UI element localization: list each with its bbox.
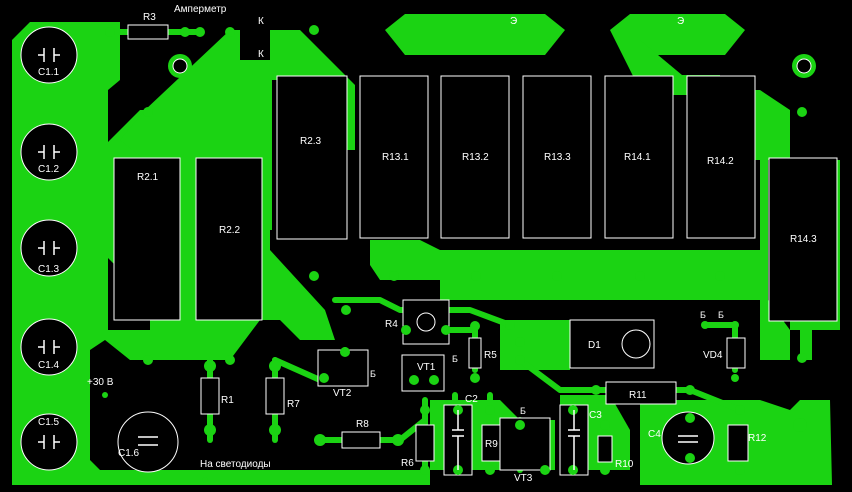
vd4-outline (726, 337, 746, 369)
r2-1-outline (113, 157, 181, 321)
r2-2-label: R2.2 (219, 225, 241, 236)
c1-6-label: C1.6 (118, 448, 140, 459)
c2-label: C2 (465, 394, 478, 405)
r3-label: R3 (143, 12, 156, 23)
r8-label: R8 (356, 419, 369, 430)
vt3-label: VT3 (514, 473, 533, 484)
c3-label: C3 (589, 410, 602, 421)
r4-label: R4 (385, 319, 398, 330)
pad-layer (102, 25, 807, 483)
vt1-label: VT1 (417, 362, 436, 373)
r7-outline (265, 377, 285, 415)
r14-2-outline (686, 75, 756, 239)
c4-outline (661, 411, 715, 465)
r2-1-label: R2.1 (137, 172, 159, 183)
r1-outline (200, 377, 220, 415)
r2-2-outline (195, 157, 263, 321)
r13-3-outline (522, 75, 592, 239)
vt2-base-label: Б (370, 369, 376, 379)
vt3-base-label: Б (520, 406, 526, 416)
plus30-label: +30 В (87, 377, 114, 388)
c1-4-label: C1.4 (38, 360, 60, 371)
emitter-bus-left (385, 14, 565, 55)
r10-outline (597, 435, 613, 463)
vt1-base-label: Б (452, 354, 458, 364)
r14-3-outline (768, 157, 838, 322)
r2-3-outline (276, 75, 348, 240)
r13-2-outline (440, 75, 510, 239)
k-label-top: К (258, 16, 264, 27)
c1-2-label: C1.2 (38, 164, 60, 175)
silkscreen-layer (20, 24, 838, 476)
r12-label: R12 (748, 433, 767, 444)
r5-label: R5 (484, 350, 497, 361)
e-label-left: Э (510, 16, 517, 27)
text-layer: Амперметр К К Э Э +30 В На светодиоды R3… (38, 4, 817, 484)
r14-2-label: R14.2 (707, 156, 734, 167)
r2-3-label: R2.3 (300, 136, 322, 147)
r9-label: R9 (485, 439, 498, 450)
r13-1-label: R13.1 (382, 152, 409, 163)
r5-outline (468, 337, 482, 369)
r13-2-label: R13.2 (462, 152, 489, 163)
c1-6-outline (117, 411, 179, 473)
r7-label: R7 (287, 399, 300, 410)
vd4-label: VD4 (703, 350, 723, 361)
vd4-base-left: Б (700, 310, 706, 320)
vt2-label: VT2 (333, 388, 352, 399)
vt1-outline (401, 354, 445, 392)
vt3-outline (499, 417, 551, 471)
c1-2-outline (20, 123, 78, 181)
r1-label: R1 (221, 395, 234, 406)
r8-outline (341, 431, 381, 449)
vd4-base-right: Б (718, 310, 724, 320)
c1-3-outline (20, 219, 78, 277)
trace-r4-r5 (332, 297, 513, 328)
c4-label: C4 (648, 429, 661, 440)
c1-5-outline (20, 413, 78, 471)
r14-3-label: R14.3 (790, 234, 817, 245)
r11-label: R11 (629, 390, 647, 401)
bottom-ground-strip (90, 460, 430, 485)
e-label-right: Э (677, 16, 684, 27)
r3-outline (127, 24, 169, 40)
c1-5-label: C1.5 (38, 417, 60, 428)
r12-outline (727, 424, 749, 462)
d1-label: D1 (588, 340, 601, 351)
c1-4-outline (20, 318, 78, 376)
k-label-second: К (258, 49, 264, 60)
r11-outline (605, 381, 677, 405)
cap-symbols (38, 48, 698, 470)
r10-label: R10 (615, 459, 634, 470)
r9-outline (481, 424, 501, 462)
c1-1-outline (20, 26, 78, 84)
c1-3-label: C1.3 (38, 264, 60, 275)
r14-1-outline (604, 75, 674, 239)
c1-1-label: C1.1 (38, 67, 60, 78)
r13-3-label: R13.3 (544, 152, 571, 163)
collector-bus (385, 265, 740, 275)
r4-knob (416, 312, 436, 332)
r13-1-outline (359, 75, 429, 239)
r6-label: R6 (401, 458, 414, 469)
d1-tab (621, 329, 651, 359)
leds-label: На светодиоды (200, 459, 271, 470)
ammeter-label: Амперметр (174, 4, 227, 15)
r6-outline (415, 424, 435, 462)
r14-1-label: R14.1 (624, 152, 651, 163)
